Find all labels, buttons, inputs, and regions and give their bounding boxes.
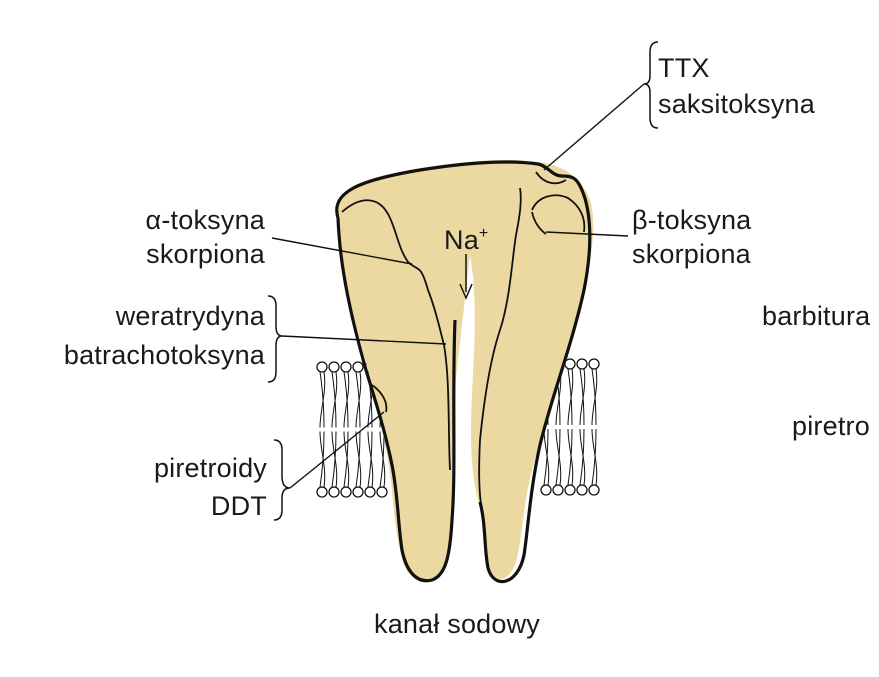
lipid-head <box>540 484 552 496</box>
subunit-contour-right-top <box>531 194 586 233</box>
subunit-contour-left <box>341 199 451 471</box>
lipid-head <box>364 486 376 498</box>
leader-line-alpha <box>271 237 413 265</box>
ion-symbol: Na <box>444 225 479 255</box>
lipid-head <box>340 361 352 373</box>
lipid-head <box>316 361 328 373</box>
lipid-head <box>328 486 340 498</box>
label-ttx: TTX <box>658 53 710 83</box>
label-alpha-toxin: α-toksyna <box>145 205 265 235</box>
lipid-head <box>352 486 364 498</box>
diagram-caption: kanał sodowy <box>374 609 540 639</box>
lipid-tail <box>331 371 338 428</box>
leader-line-beta <box>545 231 629 237</box>
brace-pyrethroid <box>273 439 291 521</box>
lipid-tail <box>319 431 326 488</box>
binding-notch-pyrethroid <box>371 384 388 413</box>
label-alpha-scorpion: skorpiona <box>146 239 265 269</box>
channel-outline <box>335 160 592 584</box>
leader-line-veratridine <box>281 335 447 345</box>
lipid-tail <box>355 431 362 488</box>
lipid-tail <box>343 371 350 428</box>
binding-notch-beta <box>531 211 547 235</box>
lipid-head <box>588 358 600 370</box>
lipid-tail <box>355 371 362 428</box>
label-barbiturates-cut: barbitura <box>762 301 871 331</box>
ion-charge: + <box>478 225 489 242</box>
lipid-head <box>340 486 352 498</box>
label-saxitoxin: saksitoksyna <box>658 89 815 119</box>
label-pyrethroids-cut: piretro <box>792 411 870 441</box>
label-batrachotoxin: batrachotoksyna <box>63 340 265 370</box>
label-sodium-ion: Na+ <box>444 216 488 258</box>
label-pyrethroids: piretroidy <box>153 453 267 483</box>
brace-ttx <box>643 41 659 129</box>
lipid-head <box>316 486 328 498</box>
lipid-tail <box>367 431 374 488</box>
subunit-contour-right <box>478 187 522 511</box>
lipid-tail <box>567 368 574 426</box>
leader-line-ttx <box>543 83 645 171</box>
lipid-tail <box>343 431 350 488</box>
label-ddt: DDT <box>210 491 267 521</box>
lipid-tail <box>331 431 338 488</box>
lipid-tail <box>591 428 598 486</box>
brace-veratridine <box>267 295 283 383</box>
lipid-tail <box>579 428 586 486</box>
lipid-head <box>552 484 564 496</box>
label-beta-toxin: β-toksyna <box>632 205 752 235</box>
binding-notch-ttx <box>535 171 567 185</box>
lipid-tail <box>579 368 586 426</box>
lipid-tail <box>319 371 326 428</box>
lipid-head <box>576 358 588 370</box>
ion-flow-arrow <box>459 254 473 300</box>
lipid-head <box>576 484 588 496</box>
lipid-tail <box>567 428 574 486</box>
lipid-head <box>328 361 340 373</box>
label-beta-scorpion: skorpiona <box>632 239 751 269</box>
lipid-tail <box>555 428 562 486</box>
lipid-tail <box>379 431 386 488</box>
lipid-head <box>376 486 388 498</box>
lipid-tail <box>591 368 598 426</box>
lipid-head <box>588 484 600 496</box>
leader-line-pyrethroid <box>289 411 385 489</box>
label-veratridine: weratrydyna <box>115 301 265 331</box>
lipid-head <box>352 361 364 373</box>
channel-protein-body <box>336 160 594 583</box>
lipid-head <box>564 484 576 496</box>
